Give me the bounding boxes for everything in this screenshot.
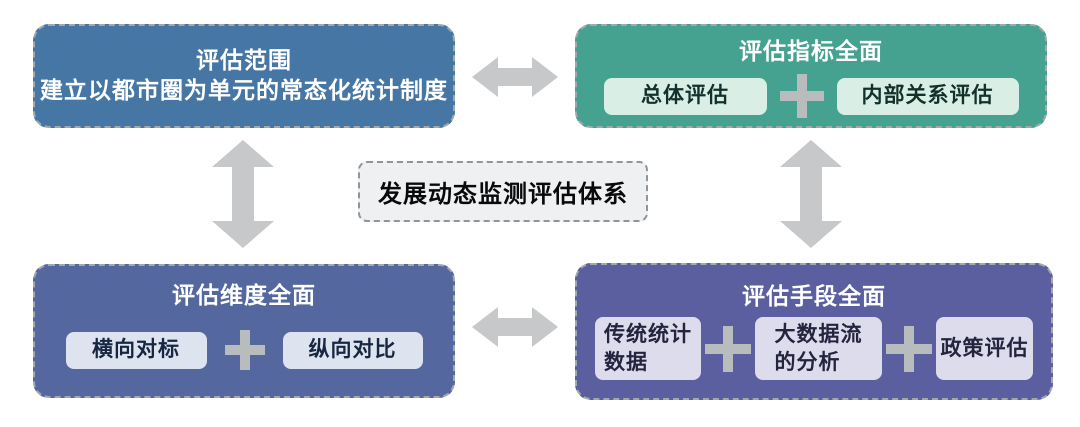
box-evaluation-scope: 评估范围 建立以都市圈为单元的常态化统计制度 (33, 24, 455, 128)
center-node-label: 发展动态监测评估体系 (378, 180, 628, 208)
item-horizontal-benchmark-label: 横向对标 (92, 337, 180, 362)
scope-title: 评估范围 (196, 48, 292, 74)
item-policy-evaluation-label: 政策评估 (940, 335, 1029, 360)
plus-icon (779, 74, 824, 118)
methods-items-row: 传统统计 数据 大数据流 的分析 政策评估 (595, 317, 1033, 380)
plus-icon (705, 325, 751, 372)
indicators-title: 评估指标全面 (739, 39, 883, 65)
center-node-monitoring-system: 发展动态监测评估体系 (358, 161, 648, 222)
item-bigdata-analysis-label: 大数据流 的分析 (774, 322, 863, 374)
double-arrow-horizontal-bottom-icon (472, 305, 558, 349)
item-overall-evaluation: 总体评估 (603, 77, 767, 115)
methods-title: 评估手段全面 (742, 284, 886, 310)
box-evaluation-dimensions: 评估维度全面 横向对标 纵向对比 (33, 264, 455, 398)
item-traditional-statistics-label: 传统统计 数据 (604, 322, 692, 374)
double-arrow-horizontal-top-icon (472, 55, 558, 99)
item-overall-evaluation-label: 总体评估 (641, 83, 729, 108)
item-vertical-comparison: 纵向对比 (282, 331, 423, 369)
plus-icon (224, 330, 265, 370)
indicators-items-row: 总体评估 内部关系评估 (603, 74, 1019, 118)
box-evaluation-indicators: 评估指标全面 总体评估 内部关系评估 (575, 24, 1047, 128)
dimensions-title: 评估维度全面 (172, 283, 316, 309)
scope-subtitle: 建立以都市圈为单元的常态化统计制度 (40, 78, 448, 104)
double-arrow-vertical-right-icon (780, 140, 842, 248)
plus-icon (886, 325, 932, 372)
item-traditional-statistics: 传统统计 数据 (595, 317, 701, 380)
dimensions-items-row: 横向对标 纵向对比 (65, 330, 423, 370)
item-bigdata-analysis: 大数据流 的分析 (755, 317, 882, 380)
item-policy-evaluation: 政策评估 (936, 317, 1033, 380)
item-internal-relations-evaluation: 内部关系评估 (836, 77, 1019, 115)
double-arrow-vertical-left-icon (212, 140, 274, 248)
item-vertical-comparison-label: 纵向对比 (308, 337, 397, 362)
item-horizontal-benchmark: 横向对标 (65, 331, 207, 369)
item-internal-relations-label: 内部关系评估 (861, 83, 994, 108)
box-evaluation-methods: 评估手段全面 传统统计 数据 大数据流 的分析 政策评估 (575, 263, 1053, 400)
